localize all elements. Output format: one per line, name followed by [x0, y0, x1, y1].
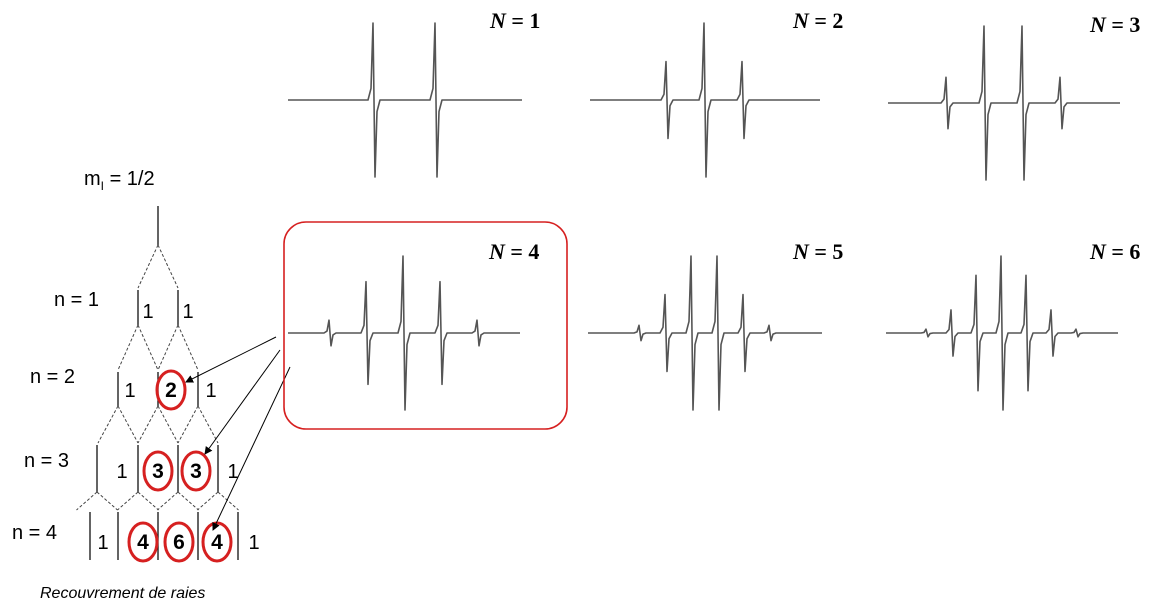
tree-connector [137, 491, 159, 511]
tree-connector [137, 244, 159, 289]
coefficient: 1 [182, 301, 193, 323]
pascal-coefficients: 1 1 1 2 1 1 3 3 1 1 4 6 4 1 [97, 301, 260, 563]
tree-connector [157, 244, 179, 289]
overlap-highlight-ring [127, 521, 159, 563]
tree-connector [197, 405, 219, 444]
tree-connector [177, 405, 199, 444]
overlap-highlight-ring [155, 369, 187, 411]
spectrum-trace [886, 255, 1118, 411]
arrow-to-n2 [185, 336, 277, 383]
tree-connector [137, 405, 159, 444]
coefficient: 1 [116, 461, 127, 483]
overlap-highlight-ring [163, 521, 195, 563]
tree-connector [117, 324, 139, 371]
coefficient: 3 [152, 460, 164, 483]
spectrum-label: N = 5 [792, 239, 843, 264]
spectrum-6: N = 6 [886, 239, 1140, 411]
spectrum-1: N = 1 [288, 8, 540, 178]
spectrum-trace [590, 22, 820, 178]
tree-connector [96, 491, 118, 511]
coefficient: 1 [142, 301, 153, 323]
spectrum-label: N = 4 [488, 239, 539, 264]
epr-spectra: N = 1 N = 2 N = 3 N = 4 N = 5 N = 6 [288, 8, 1140, 411]
spectrum-label: N = 6 [1089, 239, 1140, 264]
coefficient: 1 [124, 380, 135, 402]
spectrum-trace [588, 255, 822, 411]
coefficient: 6 [173, 531, 185, 554]
overlap-arrows [185, 336, 291, 531]
tree-connector [197, 491, 219, 511]
tree-connector [117, 405, 139, 444]
tree-connector [117, 491, 139, 511]
tree-connector [157, 324, 179, 371]
splitting-tree-connectors [76, 244, 239, 511]
spectrum-label: N = 1 [489, 8, 540, 33]
spectrum-trace [288, 22, 522, 178]
spectrum-2: N = 2 [590, 8, 843, 178]
spectrum-3: N = 3 [888, 12, 1140, 181]
spectrum-label: N = 2 [792, 8, 843, 33]
coefficient: 2 [165, 379, 177, 402]
arrow-to-n3 [204, 349, 281, 455]
tree-connector [76, 491, 98, 511]
overlap-highlight-ring [180, 450, 212, 492]
spectrum-4: N = 4 [288, 239, 539, 411]
coefficient: 3 [190, 460, 202, 483]
coefficient: 1 [205, 380, 216, 402]
highlight-box-n4 [283, 221, 568, 430]
coefficient: 1 [97, 532, 108, 554]
spectrum-label: N = 3 [1089, 12, 1140, 37]
overlap-highlight-ring [142, 450, 174, 492]
caption: Recouvrement de raies [40, 585, 205, 602]
tree-connector [177, 324, 199, 371]
spectrum-5: N = 5 [588, 239, 843, 411]
tree-connector [157, 405, 179, 444]
tree-connector [97, 405, 119, 444]
spectrum-trace [888, 25, 1120, 181]
row-label-n3: n = 3 [24, 450, 69, 472]
ml-label: mI = 1/2 [84, 168, 155, 193]
row-label-n1: n = 1 [54, 289, 99, 311]
tree-connector [157, 491, 179, 511]
arrow-to-n4 [212, 366, 291, 531]
tree-connector [217, 491, 239, 511]
tree-connector [137, 324, 159, 371]
coefficient: 1 [248, 532, 259, 554]
spectrum-trace [288, 255, 520, 411]
row-label-n2: n = 2 [30, 366, 75, 388]
coefficient: 4 [137, 531, 149, 554]
tree-connector [177, 491, 199, 511]
row-label-n4: n = 4 [12, 522, 57, 544]
coefficient: 4 [211, 531, 223, 554]
coefficient: 1 [227, 461, 238, 483]
